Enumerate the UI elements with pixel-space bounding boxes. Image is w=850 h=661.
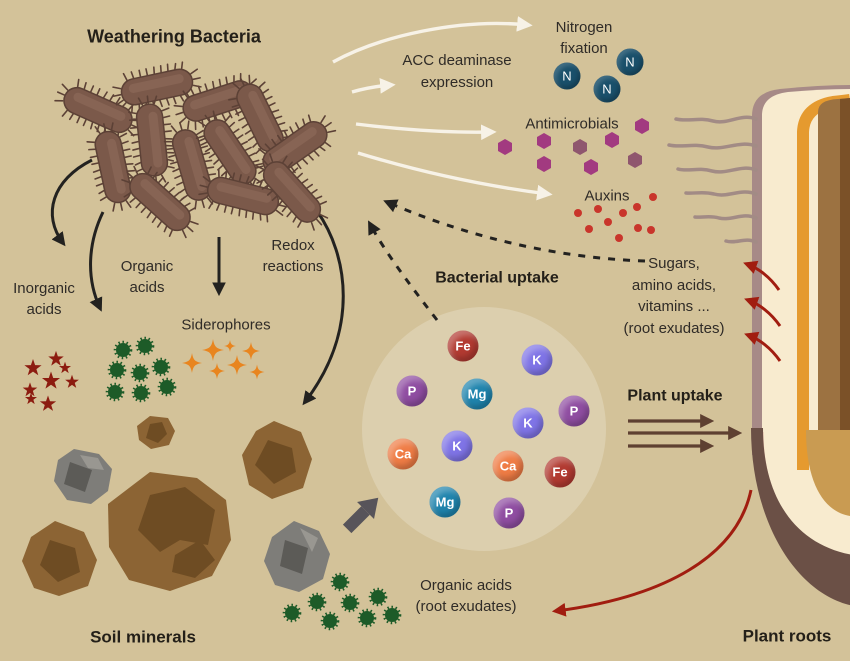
acc-line-1: ACC deaminase [402, 52, 512, 69]
arrow-to-inorganic-acids [50, 158, 93, 247]
nutrient-fe: Fe [544, 456, 576, 488]
nitrogen-line-2: fixation [560, 40, 608, 57]
nitrogen-atom-icon: N [616, 48, 644, 76]
nutrient-mg: Mg [461, 378, 493, 410]
rock-brown-left [22, 521, 97, 596]
nutrient-p: P [396, 375, 428, 407]
siderophore-icons [182, 339, 265, 380]
root-cap [751, 428, 850, 606]
nitrogen-atom-icon: N [593, 75, 621, 103]
sugars-line-3: vitamins ... [638, 298, 710, 315]
redox-line-1: Redox [271, 237, 315, 254]
organic-acids-exudates-label: Organic acids (root exudates) [416, 575, 517, 617]
uptake-arrow-from-exudates [383, 199, 646, 263]
nutrient-pool-circle [362, 307, 606, 551]
plant-uptake-label: Plant uptake [627, 387, 723, 405]
root-stele-dark [840, 98, 850, 468]
nutrient-ca: Ca [492, 450, 524, 482]
weathering-arrows [50, 158, 345, 406]
nitrogen-atom-icon: N [553, 62, 581, 90]
sugars-exudates-label: Sugars, amino acids, vitamins ... (root … [624, 253, 725, 339]
plant-roots-caption: Plant roots [742, 626, 832, 646]
uptake-arrow-from-pool [368, 220, 439, 321]
rock-large-brown [108, 472, 231, 591]
organic-acids-label: Organic acids [121, 256, 174, 298]
root-hairs [667, 115, 758, 244]
plant-uptake-arrows [628, 413, 743, 454]
bacterial-uptake-label: Bacterial uptake [435, 269, 559, 287]
organic-exudate-line-1: Organic acids [420, 577, 512, 594]
redox-line-2: reactions [262, 258, 324, 275]
nutrient-k: K [441, 430, 473, 462]
rock-gray-left [54, 449, 112, 504]
arrow-to-nitrogen-fixation [332, 16, 533, 64]
rock-gray-right [264, 521, 330, 592]
rock-brown-right [242, 421, 312, 499]
inorganic-line-1: Inorganic [13, 280, 75, 297]
organic-line-1: Organic [120, 258, 174, 275]
sugars-line-2: amino acids, [631, 276, 717, 294]
plant-root-illustration [667, 85, 850, 606]
nutrient-k: K [521, 344, 553, 376]
acc-deaminase-label: ACC deaminase expression [402, 50, 511, 94]
siderophores-label: Siderophores [181, 316, 271, 334]
antimicrobials-label: Antimicrobials [525, 115, 619, 133]
sugars-line-4: (root exudates) [623, 319, 725, 337]
organic-acid-icons [105, 336, 177, 403]
organic-exudate-line-2: (root exudates) [415, 598, 517, 615]
weathering-bacteria-title: Weathering Bacteria [87, 26, 261, 47]
soil-minerals-caption: Soil minerals [90, 627, 196, 647]
redox-reactions-label: Redox reactions [263, 235, 324, 277]
arrow-to-antimicrobials [355, 122, 497, 141]
root-tip-core [806, 430, 850, 516]
root-exudate-arrows [551, 260, 782, 617]
inorganic-acid-icons [22, 350, 79, 411]
nitrogen-line-1: Nitrogen [555, 19, 613, 36]
rock-small-brown [137, 416, 175, 449]
acc-line-2: expression [420, 74, 494, 91]
mineral-release-arrow [342, 497, 379, 534]
sugars-line-1: Sugars, [648, 255, 700, 272]
bacteria-product-arrows [332, 16, 553, 201]
nitrogen-fixation-label: Nitrogen fixation [556, 17, 613, 59]
weathering-bacteria-cluster [48, 57, 344, 248]
arrow-to-acc-deaminase [351, 78, 396, 94]
auxin-icons [574, 193, 657, 242]
organic-acid-exudate-arrow [551, 489, 753, 617]
nutrient-ca: Ca [387, 438, 419, 470]
organic-line-2: acids [129, 279, 165, 296]
inorganic-line-2: acids [26, 301, 62, 318]
nutrient-p: P [493, 497, 525, 529]
arrow-to-organic-acids [89, 211, 105, 312]
soil-mineral-rocks [22, 416, 330, 596]
nutrient-k: K [512, 407, 544, 439]
nutrient-mg: Mg [429, 486, 461, 518]
bacterial-uptake-arrows [368, 199, 646, 321]
nutrient-fe: Fe [447, 330, 479, 362]
arrow-to-auxins [357, 151, 553, 201]
auxins-label: Auxins [584, 187, 630, 205]
inorganic-acids-label: Inorganic acids [13, 278, 75, 320]
arrow-to-soil-minerals [302, 210, 345, 406]
nutrient-p: P [558, 395, 590, 427]
